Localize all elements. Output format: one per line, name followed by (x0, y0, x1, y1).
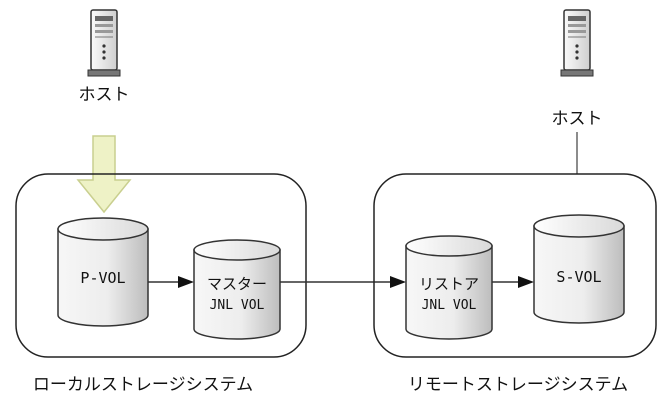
remote-storage-system-box (373, 173, 657, 358)
server-tower-icon (560, 9, 594, 77)
restore-jnl-label-line1: リストア (419, 275, 479, 293)
local-storage-system-box (15, 173, 307, 358)
local-host-label: ホスト (79, 85, 130, 105)
remote-storage-system-label: リモートストレージシステム (408, 375, 628, 395)
p-vol-cylinder: P-VOL (57, 217, 149, 327)
master-jnl-label-line1: マスター (207, 275, 267, 293)
restore-to-s-vol-arrow (492, 276, 534, 288)
p-vol-to-master-arrow (148, 276, 194, 288)
restore-jnl-vol-cylinder: リストア JNL VOL (405, 235, 493, 340)
s-vol-cylinder: S-VOL (533, 214, 625, 324)
restore-jnl-label-line2: JNL VOL (422, 298, 477, 313)
remote-host: ホスト (552, 9, 603, 129)
local-storage-system-label: ローカルストレージシステム (33, 375, 253, 395)
master-jnl-label-line2: JNL VOL (210, 298, 265, 313)
p-vol-label: P-VOL (80, 269, 125, 287)
local-host: ホスト (79, 9, 130, 105)
s-vol-label: S-VOL (556, 268, 601, 286)
replication-arrow (280, 276, 406, 288)
master-jnl-vol-cylinder: マスター JNL VOL (193, 239, 281, 340)
server-tower-icon (87, 9, 121, 77)
remote-host-label: ホスト (552, 109, 603, 129)
